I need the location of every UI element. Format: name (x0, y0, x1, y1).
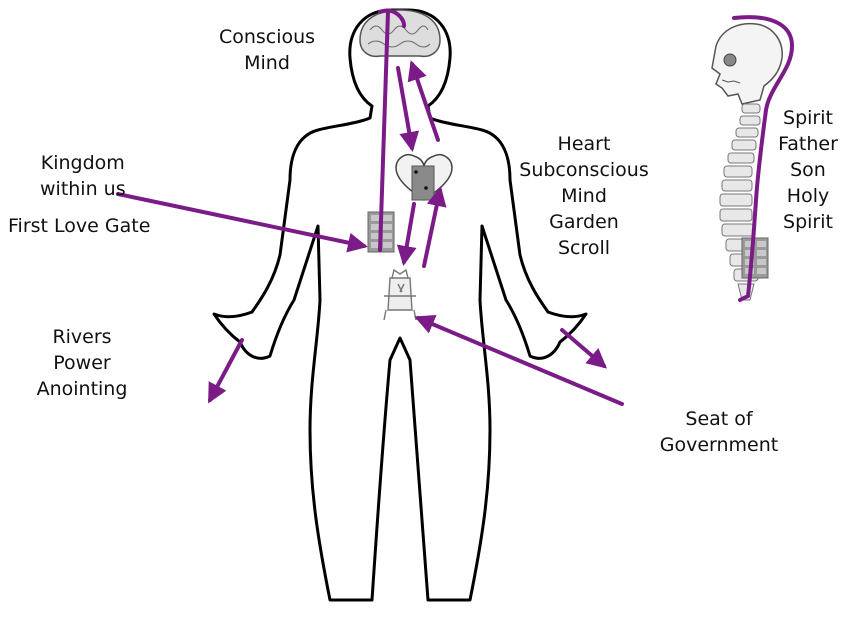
label-line: Garden (510, 209, 658, 235)
label-line: Seat of (650, 406, 788, 432)
label-line: Father (770, 131, 844, 157)
mind-to-heart-arrow (398, 68, 412, 148)
label-line: Mind (510, 183, 658, 209)
label-line: Spirit (770, 105, 844, 131)
label-line: Scroll (510, 235, 658, 261)
label-line: within us (40, 176, 126, 202)
label-line: Power (28, 350, 136, 376)
label-line: Subconscious (510, 157, 658, 183)
throne-icon (384, 270, 416, 320)
label-line: Government (650, 432, 788, 458)
label-line: Kingdom (40, 150, 126, 176)
rivers-right-arrow (562, 330, 604, 366)
label-line: Rivers (28, 324, 136, 350)
label-line: Conscious (212, 24, 322, 50)
label-line: Mind (212, 50, 322, 76)
seat-to-heart-arrow (424, 190, 440, 266)
label-line: Son (770, 157, 844, 183)
label-first-love-gate: First Love Gate (8, 213, 150, 239)
rivers-left-arrow (210, 340, 242, 400)
label-line: Holy (770, 183, 844, 209)
label-line: Spirit (770, 209, 844, 235)
label-line: Anointing (28, 376, 136, 402)
heart-icon (396, 155, 452, 200)
kingdom-arrow (118, 194, 364, 246)
heart-to-seat-arrow (404, 204, 414, 262)
label-line: Heart (510, 131, 658, 157)
spine-gate-icon (742, 238, 768, 278)
